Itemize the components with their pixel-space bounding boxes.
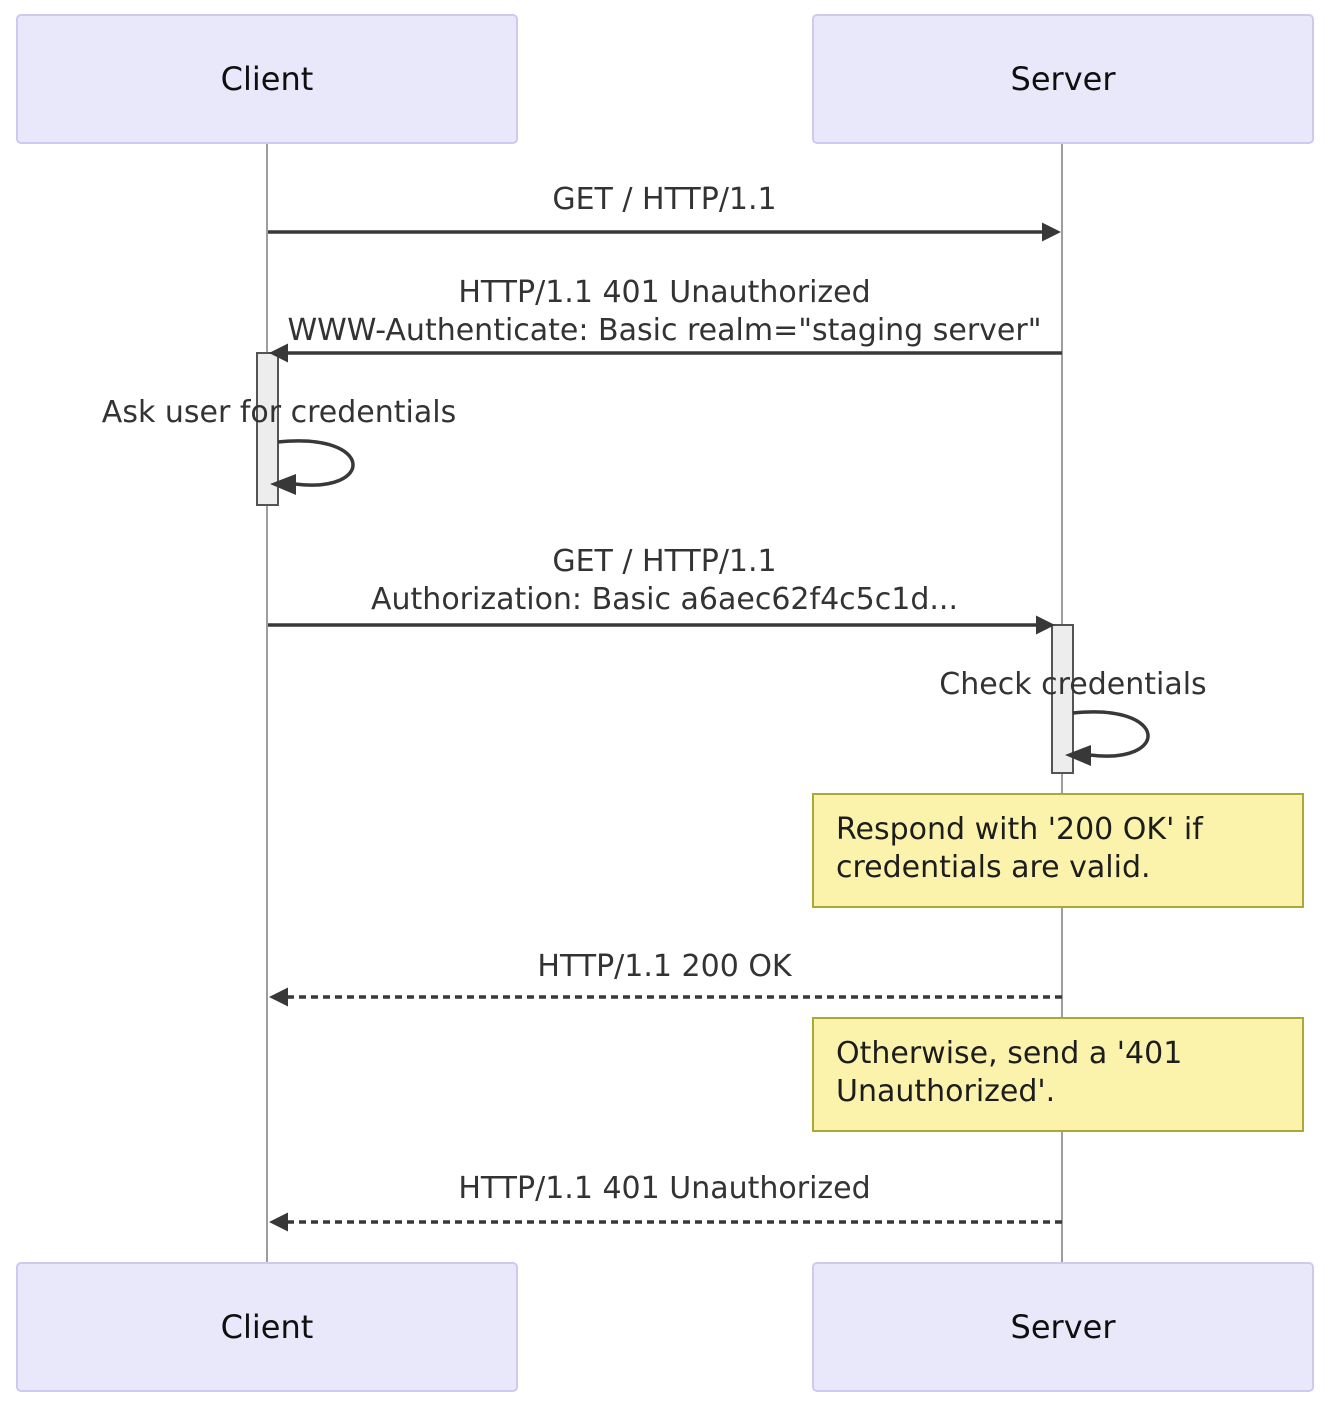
- arrow-m3-head: [1036, 615, 1055, 635]
- note-line: credentials are valid.: [836, 850, 1151, 885]
- actor-label-client-bottom: Client: [220, 1308, 314, 1346]
- actor-box-client-bottom: Client: [16, 1262, 518, 1392]
- actor-label-client-top: Client: [220, 60, 314, 98]
- message-line: HTTP/1.1 200 OK: [537, 949, 792, 984]
- message-line: WWW-Authenticate: Basic realm="staging s…: [287, 313, 1042, 348]
- message-label-m5: HTTP/1.1 401 Unauthorized: [267, 1170, 1062, 1208]
- self-loop-server-head: [1065, 745, 1091, 766]
- actor-box-client-top: Client: [16, 14, 518, 144]
- message-line: HTTP/1.1 401 Unauthorized: [458, 275, 871, 310]
- activation-bar-server: [1051, 624, 1074, 774]
- message-label-m1: GET / HTTP/1.1: [267, 181, 1062, 219]
- actor-box-server-top: Server: [812, 14, 1314, 144]
- message-label-self1: Ask user for credentials: [98, 394, 460, 432]
- self-loop-client: [277, 439, 355, 487]
- note-200-ok: Respond with '200 OK' if credentials are…: [812, 793, 1304, 908]
- arrow-m5-head: [269, 1212, 288, 1232]
- arrow-m1-head: [1042, 222, 1061, 242]
- message-label-m4: HTTP/1.1 200 OK: [267, 948, 1062, 986]
- actor-box-server-bottom: Server: [812, 1262, 1314, 1392]
- message-label-m3: GET / HTTP/1.1 Authorization: Basic a6ae…: [267, 543, 1062, 619]
- arrow-m2-head: [269, 343, 288, 363]
- note-401-unauthorized: Otherwise, send a '401 Unauthorized'.: [812, 1017, 1304, 1132]
- message-line: Authorization: Basic a6aec62f4c5c1d...: [371, 582, 958, 617]
- message-line: Check credentials: [939, 667, 1207, 702]
- activation-bar-client: [256, 352, 279, 506]
- message-line: HTTP/1.1 401 Unauthorized: [458, 1171, 871, 1206]
- actor-label-server-bottom: Server: [1010, 1308, 1116, 1346]
- actor-label-server-top: Server: [1010, 60, 1116, 98]
- self-loop-server: [1072, 710, 1150, 758]
- message-line: Ask user for credentials: [101, 395, 457, 430]
- note-line: Unauthorized'.: [836, 1074, 1056, 1109]
- self-loop-client-head: [270, 474, 296, 495]
- message-line: GET / HTTP/1.1: [552, 544, 777, 579]
- arrow-m4-head: [269, 987, 288, 1007]
- message-label-m2: HTTP/1.1 401 Unauthorized WWW-Authentica…: [267, 274, 1062, 350]
- note-line: Respond with '200 OK' if: [836, 812, 1203, 847]
- message-line: GET / HTTP/1.1: [552, 182, 777, 217]
- message-label-self2: Check credentials: [923, 666, 1223, 704]
- note-line: Otherwise, send a '401: [836, 1036, 1183, 1071]
